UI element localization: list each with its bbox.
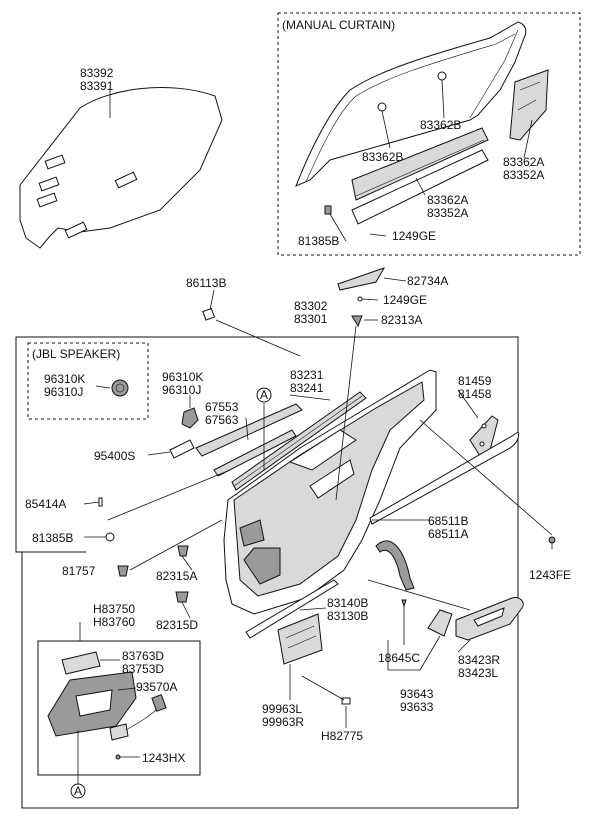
label-67563: 67563 — [205, 413, 239, 427]
label-68511b: 68511B — [428, 514, 468, 528]
curtain-blind-part — [324, 127, 489, 225]
label-81458: 81458 — [458, 387, 492, 401]
handle-bracket-part — [427, 609, 453, 637]
label-93570a: 93570A — [136, 680, 177, 694]
pad-82734a-part — [337, 267, 386, 302]
label-h82775: H82775 — [321, 729, 363, 743]
label-83130b: 83130B — [327, 609, 368, 623]
clip-81385b-mid-part — [105, 532, 115, 542]
label-83352a-center: 83352A — [427, 206, 468, 220]
jbl-speaker-part — [111, 379, 129, 397]
label-1249ge-top: 1249GE — [392, 229, 436, 243]
label-82734a: 82734A — [407, 274, 448, 288]
label-99963l: 99963L — [262, 702, 302, 716]
label-1249ge-mid: 1249GE — [383, 293, 427, 307]
label-82315a: 82315A — [156, 569, 197, 583]
clip-85414a-part — [98, 497, 103, 507]
label-83423r: 83423R — [458, 653, 500, 667]
label-h83760: H83760 — [93, 615, 135, 629]
callout-a-upper-text: A — [260, 388, 268, 402]
label-86113b: 86113B — [186, 276, 226, 290]
label-82315d: 82315D — [156, 618, 198, 632]
strip-67553-part — [195, 403, 303, 477]
callout-a-lower-text: A — [74, 784, 82, 798]
label-83352a-right: 83352A — [503, 168, 544, 182]
label-h83750: H83750 — [93, 602, 135, 616]
label-18645c: 18645C — [378, 651, 420, 665]
label-93643: 93643 — [400, 687, 434, 701]
clip-82315a-part — [177, 545, 189, 557]
manual-curtain-box: (MANUAL CURTAIN) — [277, 12, 581, 256]
label-96310j: 96310J — [162, 383, 201, 397]
pull-handle-part — [455, 597, 524, 641]
label-83302: 83302 — [294, 299, 328, 313]
jbl-speaker-title: (JBL SPEAKER) — [32, 347, 120, 361]
switch-panel-part — [47, 651, 167, 760]
label-81459: 81459 — [458, 374, 492, 388]
screw-1243fe-part — [548, 536, 556, 549]
label-67553: 67553 — [205, 400, 239, 414]
label-83753d: 83753D — [122, 662, 164, 676]
main-assembly-frame — [15, 336, 519, 809]
speaker-96310k-part — [181, 407, 199, 429]
label-83423l: 83423L — [458, 666, 498, 680]
label-1243fe: 1243FE — [529, 568, 571, 582]
label-99963r: 99963R — [262, 715, 304, 729]
label-83362a-right: 83362A — [503, 155, 544, 169]
label-83391: 83391 — [80, 79, 114, 93]
label-96310k-jbl: 96310K — [44, 372, 85, 386]
label-85414a: 85414A — [25, 497, 66, 511]
label-83241: 83241 — [290, 381, 324, 395]
label-68511a: 68511A — [428, 527, 468, 541]
clip-82313a-part — [351, 315, 363, 328]
sealing-sheet-part — [19, 87, 223, 249]
upper-strip-part — [231, 391, 367, 491]
clip-82315d-part — [175, 591, 189, 603]
switch-detail-box — [37, 640, 201, 776]
weatherstrip-part — [369, 431, 519, 525]
garnish-83140b-part — [245, 579, 339, 639]
door-lock-part — [469, 415, 499, 457]
side-shade-part — [509, 69, 549, 141]
clip-18645c-part — [401, 599, 407, 608]
part-h82775 — [341, 697, 351, 705]
label-82313a: 82313A — [381, 313, 422, 327]
grab-handle-part — [375, 540, 415, 591]
speaker-grille-part — [277, 613, 323, 665]
label-96310j-jbl: 96310J — [44, 385, 83, 399]
label-83763d: 83763D — [122, 649, 164, 663]
label-1243hx: 1243HX — [142, 751, 185, 765]
callout-a-upper: A — [256, 387, 272, 403]
label-96310k: 96310K — [162, 370, 203, 384]
label-81757: 81757 — [62, 564, 96, 578]
clip-81757-part — [117, 565, 129, 577]
leader-lines — [77, 79, 553, 784]
label-83362b-low: 83362B — [362, 150, 403, 164]
label-93633: 93633 — [400, 700, 434, 714]
label-95400s: 95400S — [94, 449, 135, 463]
callout-a-lower: A — [70, 783, 86, 799]
part-labels: 83392 83391 83362B 83362B 83362A 83352A … — [25, 66, 571, 765]
label-81385b-top: 81385B — [298, 234, 339, 248]
label-83231: 83231 — [290, 368, 324, 382]
manual-curtain-title: (MANUAL CURTAIN) — [282, 18, 395, 32]
label-81385b-mid: 81385B — [32, 531, 73, 545]
bracket-95400s-part — [169, 439, 195, 459]
label-83392: 83392 — [80, 66, 114, 80]
label-83301: 83301 — [294, 312, 328, 326]
jbl-speaker-box: (JBL SPEAKER) — [27, 342, 149, 420]
label-83140b: 83140B — [327, 596, 368, 610]
label-83362a-center: 83362A — [427, 193, 468, 207]
label-83362b-top: 83362B — [420, 118, 461, 132]
manual-curtain-frame-part — [295, 21, 527, 187]
clip-86113b-part — [202, 307, 216, 321]
